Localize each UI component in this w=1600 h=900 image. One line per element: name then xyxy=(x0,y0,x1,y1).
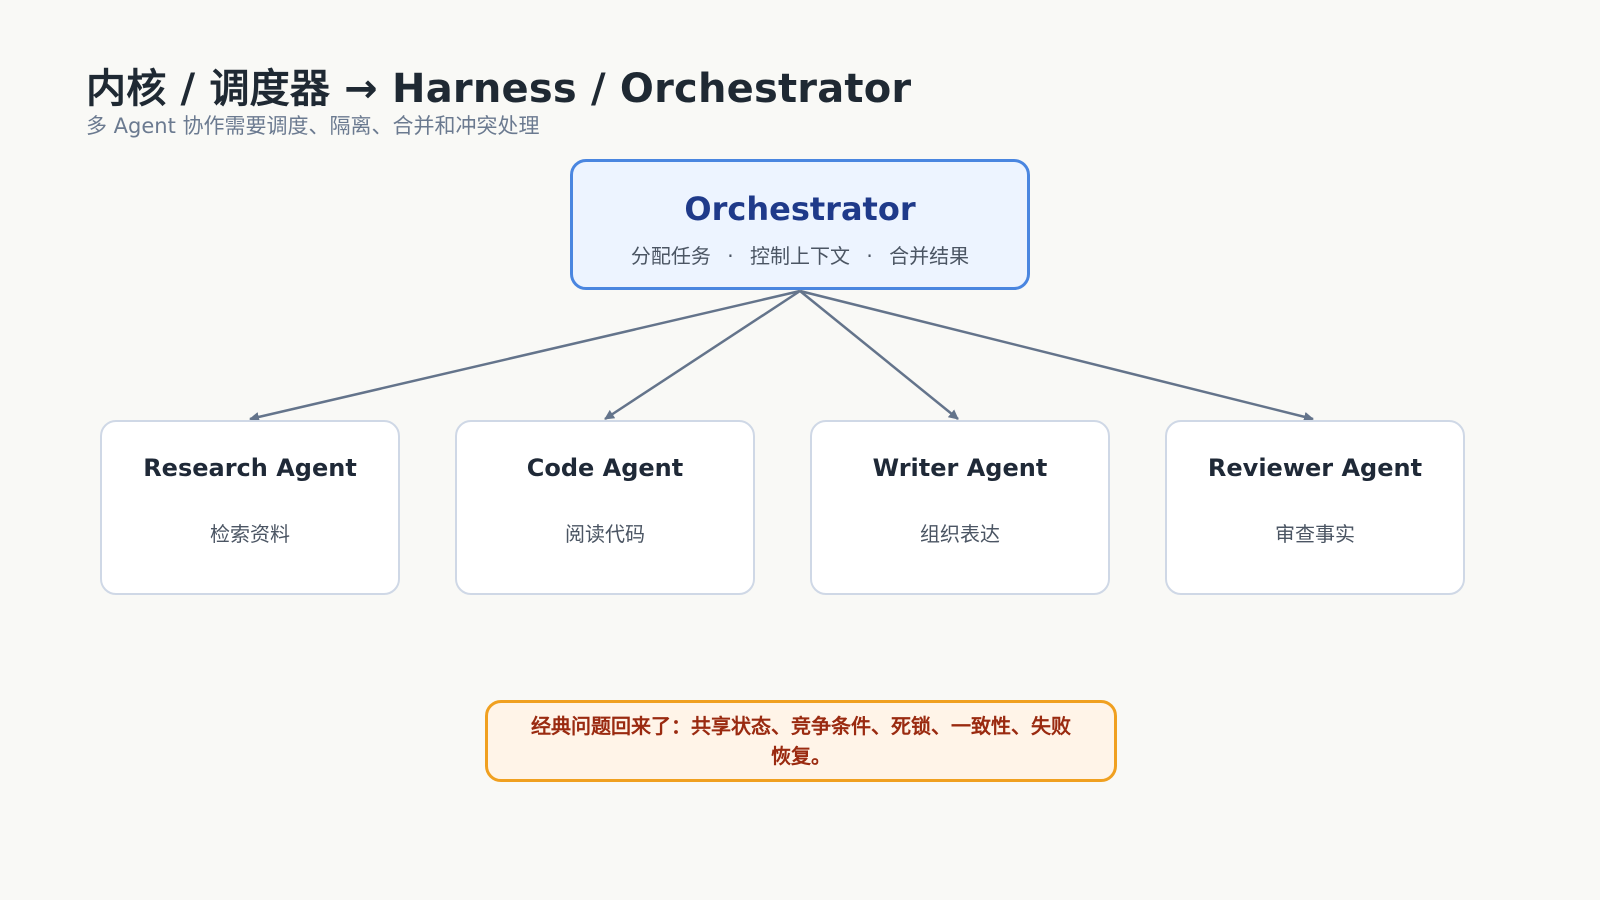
code-agent-node: Code Agent 阅读代码 xyxy=(455,420,755,595)
research-agent-node: Research Agent 检索资料 xyxy=(100,420,400,595)
orchestrator-task: 合并结果 xyxy=(889,244,970,268)
agent-name: Code Agent xyxy=(526,454,684,482)
agent-name: Research Agent xyxy=(143,454,357,482)
task-separator: · xyxy=(866,244,873,268)
edge-to-code-agent xyxy=(604,289,801,421)
orchestrator-tasks: 分配任务 · 控制上下文 · 合并结果 xyxy=(573,240,1027,269)
page-title: 内核 / 调度器 → Harness / Orchestrator xyxy=(86,66,912,112)
edge-to-reviewer-agent xyxy=(799,289,1314,422)
callout-note-text: 经典问题回来了：共享状态、竞争条件、死锁、一致性、失败恢复。 xyxy=(531,714,1071,768)
writer-agent-node: Writer Agent 组织表达 xyxy=(810,420,1110,595)
agent-description: 检索资料 xyxy=(210,522,290,546)
orchestrator-title: Orchestrator xyxy=(684,190,916,228)
callout-note: 经典问题回来了：共享状态、竞争条件、死锁、一致性、失败恢复。 xyxy=(485,700,1117,782)
page-subtitle: 多 Agent 协作需要调度、隔离、合并和冲突处理 xyxy=(86,114,540,138)
agent-description: 审查事实 xyxy=(1275,522,1355,546)
orchestrator-task: 分配任务 xyxy=(630,244,711,268)
orchestrator-task: 控制上下文 xyxy=(750,244,850,268)
task-separator: · xyxy=(727,244,734,268)
reviewer-agent-node: Reviewer Agent 审查事实 xyxy=(1165,420,1465,595)
agent-description: 组织表达 xyxy=(920,522,1000,546)
orchestrator-node: Orchestrator 分配任务 · 控制上下文 · 合并结果 xyxy=(570,159,1030,290)
edge-to-writer-agent xyxy=(799,290,959,420)
agent-name: Reviewer Agent xyxy=(1207,454,1423,482)
edge-to-research-agent xyxy=(249,289,801,422)
agent-description: 阅读代码 xyxy=(565,522,645,546)
agent-name: Writer Agent xyxy=(872,454,1048,482)
